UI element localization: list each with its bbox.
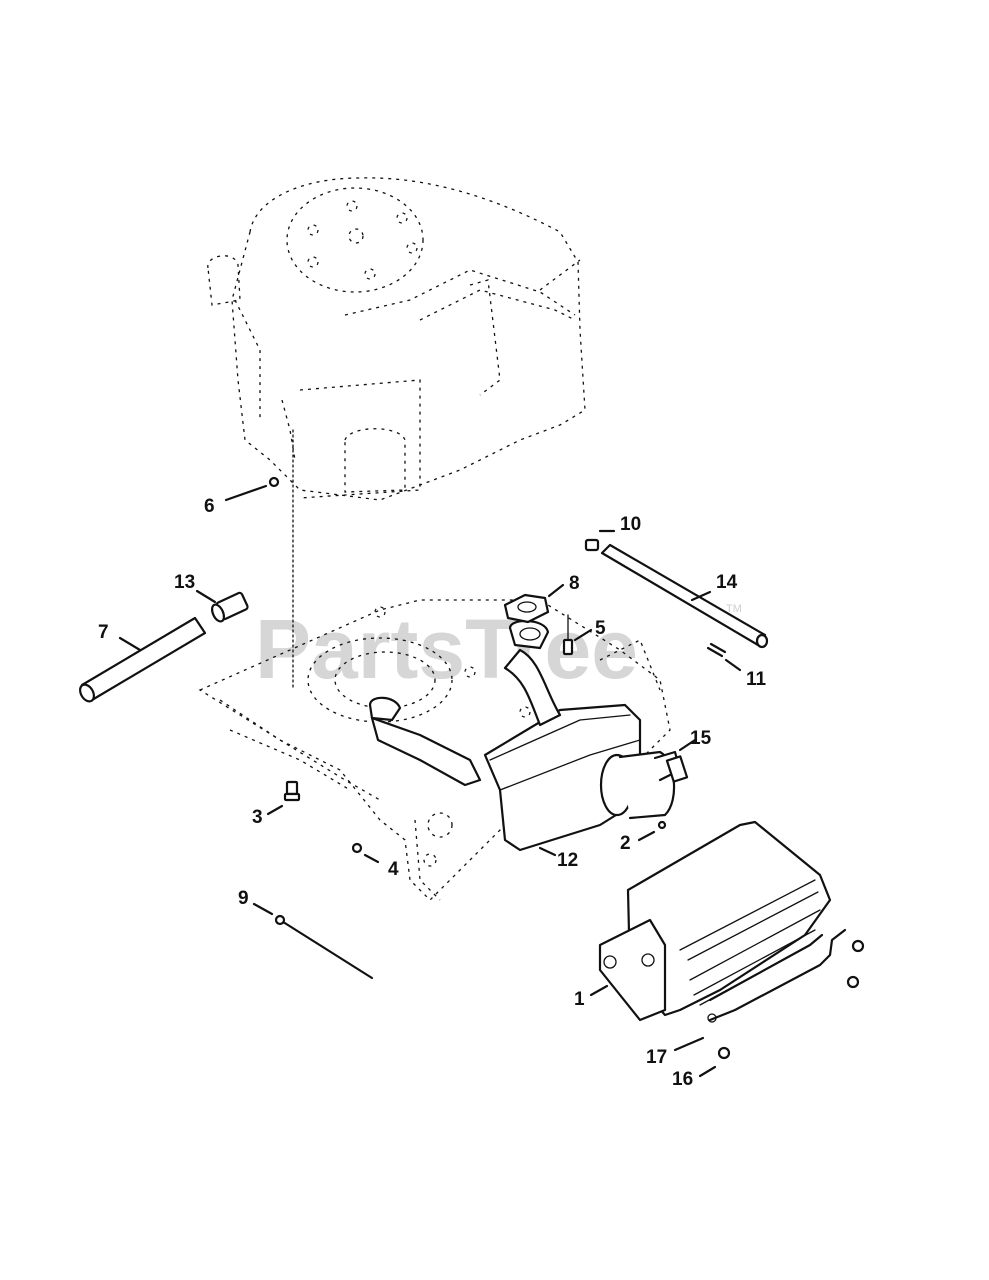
callout-15: 15 — [690, 728, 712, 749]
part-8-gasket — [503, 593, 550, 624]
spark-arrestor — [599, 750, 689, 820]
callout-9: 9 — [238, 888, 249, 909]
watermark-trademark: TM — [726, 603, 742, 615]
part-13-adapter — [210, 591, 249, 623]
callout-1: 1 — [574, 989, 585, 1010]
heat-shield — [598, 820, 832, 1022]
part-3-bolt — [283, 780, 301, 802]
part-5-bolt — [562, 614, 574, 656]
callout-6: 6 — [204, 496, 215, 517]
callout-13: 13 — [174, 572, 195, 593]
part-7-tube — [79, 616, 207, 703]
leader-lines — [118, 484, 742, 1078]
callout-10: 10 — [620, 514, 641, 535]
callouts: 6 13 7 10 14 8 5 11 15 3 2 4 12 9 1 17 1… — [98, 496, 767, 1090]
part-4-nut — [351, 842, 363, 854]
callout-7: 7 — [98, 622, 109, 643]
part-16-screws — [717, 939, 865, 1060]
callout-14: 14 — [716, 572, 738, 593]
callout-16: 16 — [672, 1069, 693, 1090]
part-10-cap — [584, 538, 600, 552]
callout-4: 4 — [388, 859, 399, 880]
callout-3: 3 — [252, 807, 263, 828]
callout-17: 17 — [646, 1047, 667, 1068]
part-11-setscrew — [706, 642, 727, 658]
part-6-nut — [268, 476, 280, 488]
engine — [207, 177, 586, 501]
muffler — [368, 619, 642, 852]
callout-2: 2 — [620, 833, 631, 854]
part-2-screw — [657, 820, 667, 830]
part-14-rod — [600, 543, 769, 649]
mounting-bracket — [707, 928, 847, 1023]
callout-8: 8 — [569, 573, 580, 594]
callout-12: 12 — [557, 850, 578, 871]
callout-5: 5 — [595, 618, 606, 639]
watermark: PartsTree TM — [255, 602, 742, 696]
part-9-cable-tie — [274, 914, 374, 980]
callout-11: 11 — [746, 669, 767, 690]
watermark-text: PartsTree — [255, 602, 638, 696]
